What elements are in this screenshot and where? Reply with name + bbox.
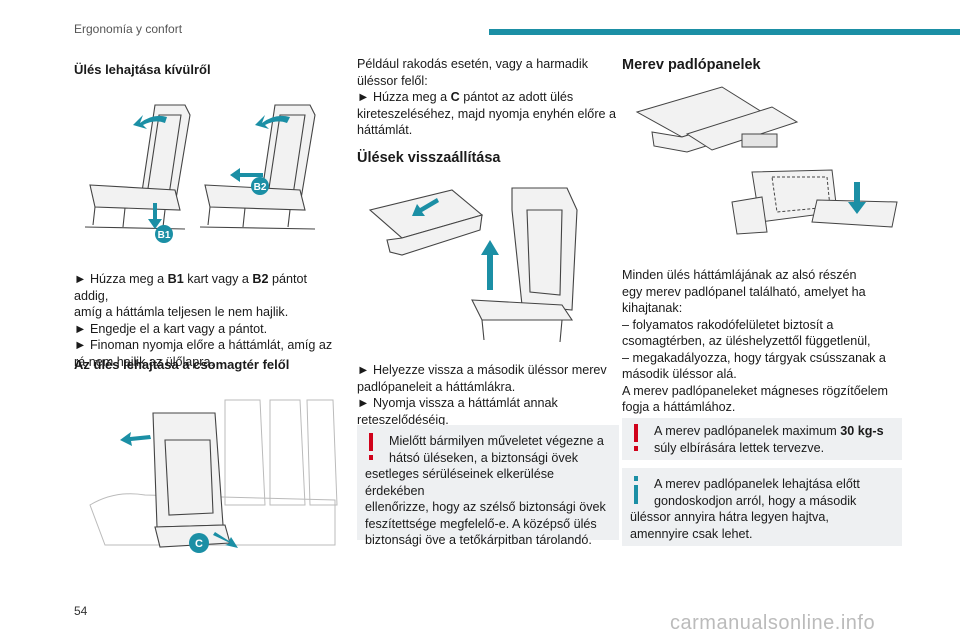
heading-rigid-floor-panels: Merev padlópanelek (622, 57, 761, 73)
reset-step2-line2: reteszelődéséig. (357, 412, 449, 427)
info-line1: A merev padlópanelek lehajtása előtt (654, 477, 860, 491)
heading-seat-reset: Ülések visszaállítása (357, 150, 501, 166)
step3-line2: rá nem hajlik az ülőlapra. (74, 354, 215, 369)
label-b2: B2 (254, 182, 267, 193)
floor-body-line6: – megakadályozza, hogy tárgyak csússzana… (622, 350, 886, 365)
warning-box-weight: A merev padlópanelek maximum 30 kg-s súl… (622, 418, 902, 460)
seat-fold-figure-b1-b2: B1 B2 (85, 104, 316, 243)
warning-line5: feszítettsége megfelelő-e. A középső ülé… (365, 516, 597, 531)
info-line4: amennyire csak lehet. (630, 526, 753, 541)
intro-line1: Például rakodás esetén, vagy a harmadik (357, 57, 589, 71)
intro-line3: ► Húzza meg a C pántot az adott ülés (357, 90, 574, 104)
floor-body-line8: A merev padlópaneleket mágneses rögzítőe… (622, 383, 889, 398)
step3-line1: ► Finoman nyomja előre a háttámlát, amíg… (74, 338, 333, 352)
floor-body-line7: második üléssor alá. (622, 367, 737, 381)
info-box-fold: A merev padlópanelek lehajtása előtt gon… (622, 468, 902, 546)
info-icon (634, 476, 638, 504)
warning-line3: esetleges sérüléseinek elkerülése érdeké… (365, 467, 555, 498)
floor-body-line5: csomagtérben, az üléshelyzettől függetle… (622, 334, 871, 348)
reset-step1-line2: padlópaneleit a háttámlákra. (357, 379, 516, 394)
section-title: Ergonomía y confort (74, 22, 183, 36)
step2: ► Engedje el a kart vagy a pántot. (74, 321, 268, 336)
watermark: carmanualsonline.info (670, 612, 876, 634)
intro-line2: üléssor felől: (357, 73, 428, 88)
step1-line2: amíg a háttámla teljesen le nem hajlik. (74, 305, 289, 319)
warning-icon (634, 424, 638, 451)
seat-fold-trunk-figure: C (89, 399, 338, 553)
intro-line4: kireteszeléséhez, majd nyomja enyhén elő… (357, 106, 617, 121)
info-line2: gondoskodjon arról, hogy a második (654, 493, 857, 508)
warning-box-seatbelt: Mielőtt bármilyen műveletet végezne a há… (357, 425, 619, 547)
floor-body-line1: Minden ülés háttámlájának az alsó részén (622, 268, 857, 282)
info-line3: üléssor annyira hátra legyen hajtva, (630, 510, 829, 524)
label-c: C (195, 538, 203, 550)
warning-line2: hátsó üléseken, a biztonsági övek (389, 450, 579, 465)
page-number: 54 (74, 604, 88, 618)
header-accent-bar (489, 29, 960, 35)
weight-warning-line1: A merev padlópanelek maximum 30 kg-s (654, 424, 884, 438)
step1-line1: ► Húzza meg a B1 kart vagy a B2 pántot a… (74, 272, 308, 303)
seat-reset-figure (368, 187, 578, 343)
warning-line6: biztonsági öve a tetőkárpitban tárolandó… (365, 533, 592, 547)
weight-warning-line2: súly elbírására lettek tervezve. (654, 440, 825, 455)
floor-body-line4: – folyamatos rakodófelületet biztosít a (622, 317, 834, 332)
heading-fold-from-trunk: Az ülés lehajtása a csomagtér felől (74, 357, 290, 372)
label-b1: B1 (158, 230, 171, 241)
warning-line1: Mielőtt bármilyen műveletet végezne a (389, 434, 604, 448)
floor-body-line2: egy merev padlópanel található, amelyet … (622, 284, 866, 299)
floor-body-line9: fogja a háttámlához. (622, 400, 736, 414)
floor-body-line3: kihajtanak: (622, 301, 683, 315)
heading-fold-from-outside: Ülés lehajtása kívülről (74, 62, 211, 77)
reset-step1-line1: ► Helyezze vissza a második üléssor mere… (357, 363, 607, 377)
intro-line5: háttámlát. (357, 123, 413, 137)
reset-step2-line1: ► Nyomja vissza a háttámlát annak (357, 396, 558, 410)
floor-panels-figure (635, 86, 898, 235)
warning-line4: ellenőrizze, hogy az szélső biztonsági ö… (365, 500, 606, 514)
warning-icon (369, 433, 373, 460)
